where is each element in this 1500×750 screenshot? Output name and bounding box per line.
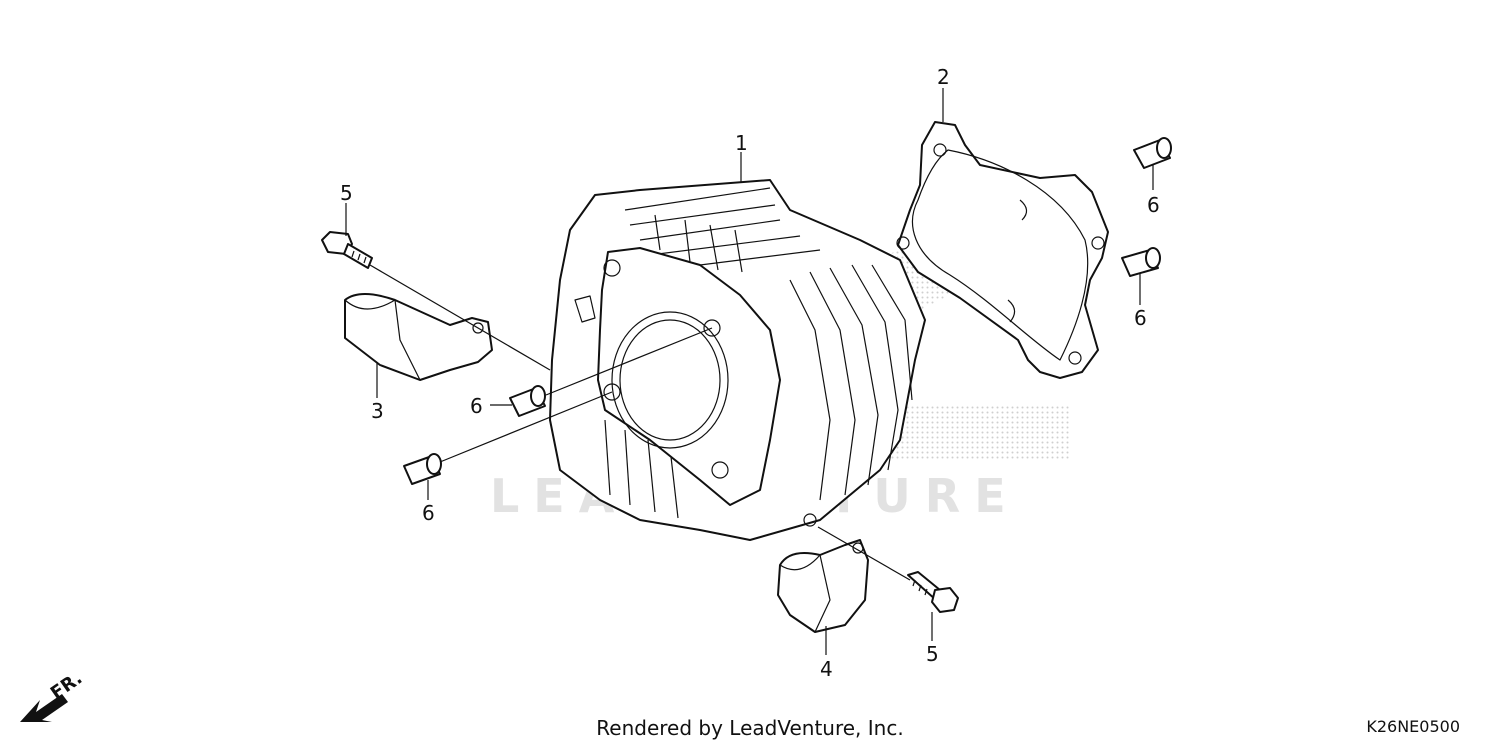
callout-2: 2: [937, 65, 950, 89]
dowel-pin-top-1[interactable]: [1133, 137, 1172, 169]
side-cover-right[interactable]: [777, 539, 869, 633]
callout-1: 1: [735, 131, 748, 155]
leader-lines: [345, 88, 1154, 655]
front-direction-indicator: FR.: [20, 668, 86, 722]
cylinder-gasket[interactable]: [896, 121, 1109, 379]
dowel-pin-mid[interactable]: [509, 385, 546, 417]
direction-label: FR.: [47, 668, 86, 704]
direction-arrow-icon: [20, 694, 68, 722]
flange-bolt-left[interactable]: [321, 231, 373, 269]
callout-6-low: 6: [422, 501, 435, 525]
rendered-by-credit: Rendered by LeadVenture, Inc.: [596, 716, 904, 740]
diagram-code: K26NE0500: [1366, 717, 1460, 736]
callout-4: 4: [820, 657, 833, 681]
callout-6-mid: 6: [470, 394, 483, 418]
callout-5-left: 5: [340, 181, 353, 205]
dowel-pin-low[interactable]: [403, 453, 442, 485]
flange-bolt-right[interactable]: [907, 571, 959, 613]
callout-numbers: 1 2 3 4 5 5 6 6 6 6: [340, 65, 1160, 681]
dowel-pin-top-2[interactable]: [1121, 247, 1161, 277]
callout-6-top-1: 6: [1147, 193, 1160, 217]
cylinder[interactable]: [549, 179, 926, 541]
callout-6-top-2: 6: [1134, 306, 1147, 330]
side-cover-left[interactable]: [344, 293, 493, 381]
callout-5-right: 5: [926, 642, 939, 666]
callout-3: 3: [371, 399, 384, 423]
